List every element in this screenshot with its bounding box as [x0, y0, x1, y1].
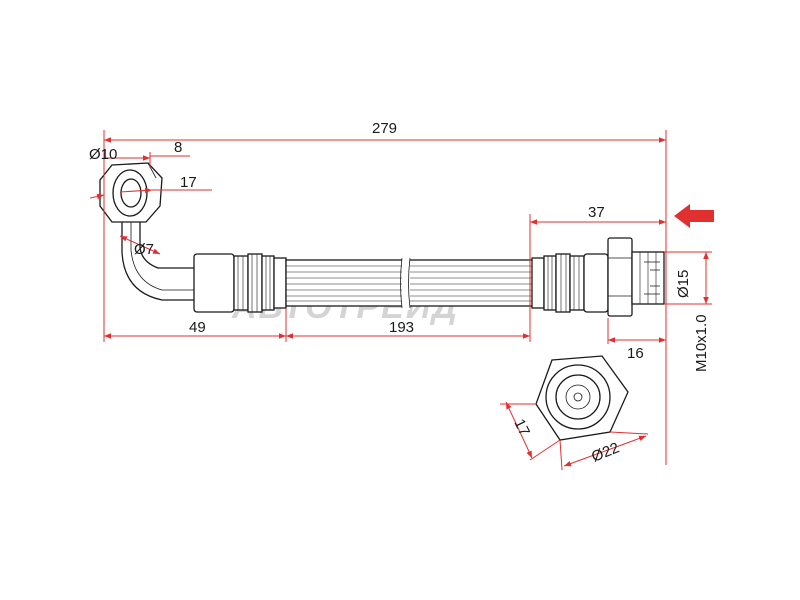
banjo-eye-fitting: [99, 162, 197, 301]
dim-nut-diameter: Ø22: [589, 439, 622, 465]
rubber-hose: [285, 256, 535, 310]
dim-end-diameter: Ø15: [675, 270, 692, 298]
dim-eye-hex: 17: [180, 174, 197, 191]
dimension-lines: [89, 130, 712, 471]
dim-overall-length: 279: [372, 120, 397, 137]
dim-eye-thickness: 8: [174, 139, 182, 156]
right-crimp-fitting: [531, 237, 665, 317]
dim-hose-length: 193: [389, 319, 414, 336]
dim-nut-hex: 17: [510, 416, 533, 438]
dim-thread-length: 16: [627, 345, 644, 362]
direction-arrow: [674, 204, 714, 228]
left-crimp-fitting: [193, 253, 287, 313]
dim-thread: M10x1.0: [693, 314, 710, 372]
dim-eye-hole: Ø10: [89, 146, 117, 163]
dim-end-fitting-length: 37: [588, 204, 605, 221]
dim-bend-diameter: Ø7: [134, 241, 154, 258]
dim-fitting-length: 49: [189, 319, 206, 336]
nut-end-view: [535, 355, 629, 441]
